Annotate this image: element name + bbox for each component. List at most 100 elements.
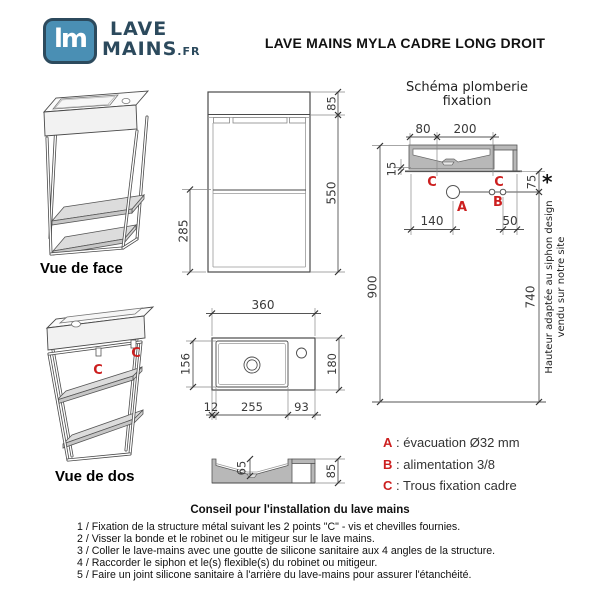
instructions-steps: 1 / Fixation de la structure métal suiva… [77, 521, 557, 581]
dim-85-section: 85 [315, 455, 345, 487]
dim-156-inner-depth: 156 [179, 337, 216, 391]
dim-360-width: 360 [206, 298, 321, 336]
dim-label-255: 255 [241, 400, 263, 414]
dim-740: 740 [524, 192, 543, 406]
rear-3d-top-rail [47, 339, 143, 357]
siphon-note-line1: Hauteur adaptée au siphon design [543, 200, 555, 373]
faucet-hole [71, 320, 81, 328]
siphon-note-line2: vendu sur notre site [556, 237, 567, 338]
instruction-step-3: 3 / Coller le lave-mains avec une goutte… [77, 545, 496, 557]
brand-monogram: lm [53, 24, 88, 54]
marker-c-right: C [494, 175, 504, 190]
dim-label-550: 550 [325, 182, 339, 205]
instruction-step-4: 4 / Raccorder le siphon et le(s) flexibl… [77, 557, 378, 569]
frame-box-top [493, 144, 518, 151]
dim-65-bowl-depth: 65 [235, 455, 254, 480]
plumbing-schema-drawing: Schéma plomberie fixation 80 200 [366, 80, 567, 406]
legend-desc-b: : alimentation 3/8 [396, 456, 496, 472]
markers-legend: A : évacuation Ø32 mm B : alimentation 3… [383, 432, 520, 497]
instruction-step-2: 2 / Visser la bonde et le robinet ou le … [77, 533, 375, 545]
schema-title-line2: fixation [443, 94, 492, 109]
dim-label-180: 180 [325, 353, 339, 375]
rear-3d-middle-shelf [56, 366, 143, 405]
brand-tld: .FR [177, 45, 201, 58]
rear-3d-view: C C [45, 306, 155, 462]
schema-title-line1: Schéma plomberie [406, 80, 528, 95]
dim-label-80: 80 [415, 122, 430, 136]
basin-section-drawing: 65 85 [211, 455, 345, 487]
page-title: LAVE MAINS MYLA CADRE LONG DROIT [264, 35, 546, 51]
rear-3d-near-legs [47, 340, 143, 462]
dim-bottom-widths: 12 255 93 [204, 387, 321, 420]
dim-75: 75 * [520, 167, 553, 196]
dim-label-200: 200 [454, 122, 477, 136]
legend-desc-a: : évacuation Ø32 mm [396, 435, 520, 450]
dim-180-depth: 180 [315, 334, 345, 394]
dim-label-740: 740 [524, 286, 538, 309]
schema-basin-section [405, 144, 522, 173]
marker-c-left: C [427, 175, 437, 190]
dim-label-900: 900 [366, 276, 380, 299]
footnote-asterisk: * [542, 170, 553, 194]
instruction-step-5: 5 / Faire un joint silicone sanitaire à … [77, 569, 472, 581]
instruction-step-1: 1 / Fixation de la structure métal suiva… [77, 521, 461, 533]
dim-label-85-section: 85 [324, 464, 338, 479]
front-3d-view [42, 90, 150, 256]
rear-3d-basin [45, 306, 155, 351]
marker-c-right: C [131, 346, 141, 361]
dim-15: 15 [385, 159, 411, 177]
brand-logo: lm LAVE MAINS.FR [43, 18, 200, 64]
legend-key-a: A [383, 435, 393, 450]
dim-285-shelf: 285 [177, 186, 211, 276]
front-elevation-drawing: 85 550 285 [177, 88, 345, 276]
dim-label-85: 85 [325, 96, 339, 111]
evacuation-hole [446, 185, 460, 199]
dim-label-93: 93 [294, 400, 309, 414]
legend-item-c: C : Trous fixation cadre [383, 475, 520, 497]
dim-85-basin: 85 [310, 88, 345, 119]
instructions-title: Conseil pour l'installation du lave main… [190, 504, 410, 516]
dim-label-65: 65 [235, 461, 249, 476]
fixing-tab-right [130, 339, 137, 349]
dim-label-285: 285 [177, 220, 191, 243]
dim-label-156: 156 [179, 353, 193, 375]
top-plan-drawing: 360 156 180 12 255 [179, 298, 345, 420]
frame-box-side [310, 463, 316, 484]
marker-b: B [493, 195, 503, 210]
drain-hole [243, 356, 261, 374]
legend-item-a: A : évacuation Ø32 mm [383, 432, 520, 454]
brand-logo-icon: lm [43, 18, 97, 64]
faucet-hole [296, 347, 307, 359]
dim-label-75: 75 [525, 175, 539, 190]
marker-a: A [457, 200, 467, 215]
legend-desc-c: : Trous fixation cadre [396, 478, 517, 494]
frame-box-side [512, 149, 518, 172]
front-3d-front-legs [45, 129, 139, 256]
dim-label-12: 12 [204, 400, 219, 414]
dim-50: 50 [496, 174, 524, 235]
dim-900: 900 [366, 142, 410, 406]
brand-word-lave: LAVE [110, 18, 168, 40]
drain-section [441, 161, 455, 166]
frame-box-top [291, 458, 316, 464]
brand-word-mains: MAINS.FR [102, 38, 201, 60]
dim-label-15: 15 [385, 162, 399, 177]
supply-hole-2 [499, 188, 507, 196]
rear-3d-bottom-shelf [62, 409, 144, 449]
dim-label-360: 360 [252, 298, 275, 312]
legend-key-b: B [383, 456, 393, 472]
front-3d-basin [42, 90, 150, 137]
dim-label-140: 140 [421, 214, 444, 228]
front-view-label: Vue de face [40, 260, 123, 277]
front-3d-middle-shelf [50, 193, 146, 226]
middle-shelf-line [213, 189, 306, 194]
rear-view-label: Vue de dos [55, 468, 135, 485]
legend-key-c: C [383, 478, 393, 494]
faucet-hole [121, 97, 131, 104]
dim-140: 140 [404, 174, 460, 235]
brand-wordmark: LAVE MAINS.FR [102, 18, 200, 62]
dim-label-50: 50 [502, 214, 517, 228]
legend-item-b: B : alimentation 3/8 [383, 454, 520, 476]
dim-80-200: 80 200 [406, 122, 499, 176]
dim-550-frame: 550 [310, 115, 345, 276]
